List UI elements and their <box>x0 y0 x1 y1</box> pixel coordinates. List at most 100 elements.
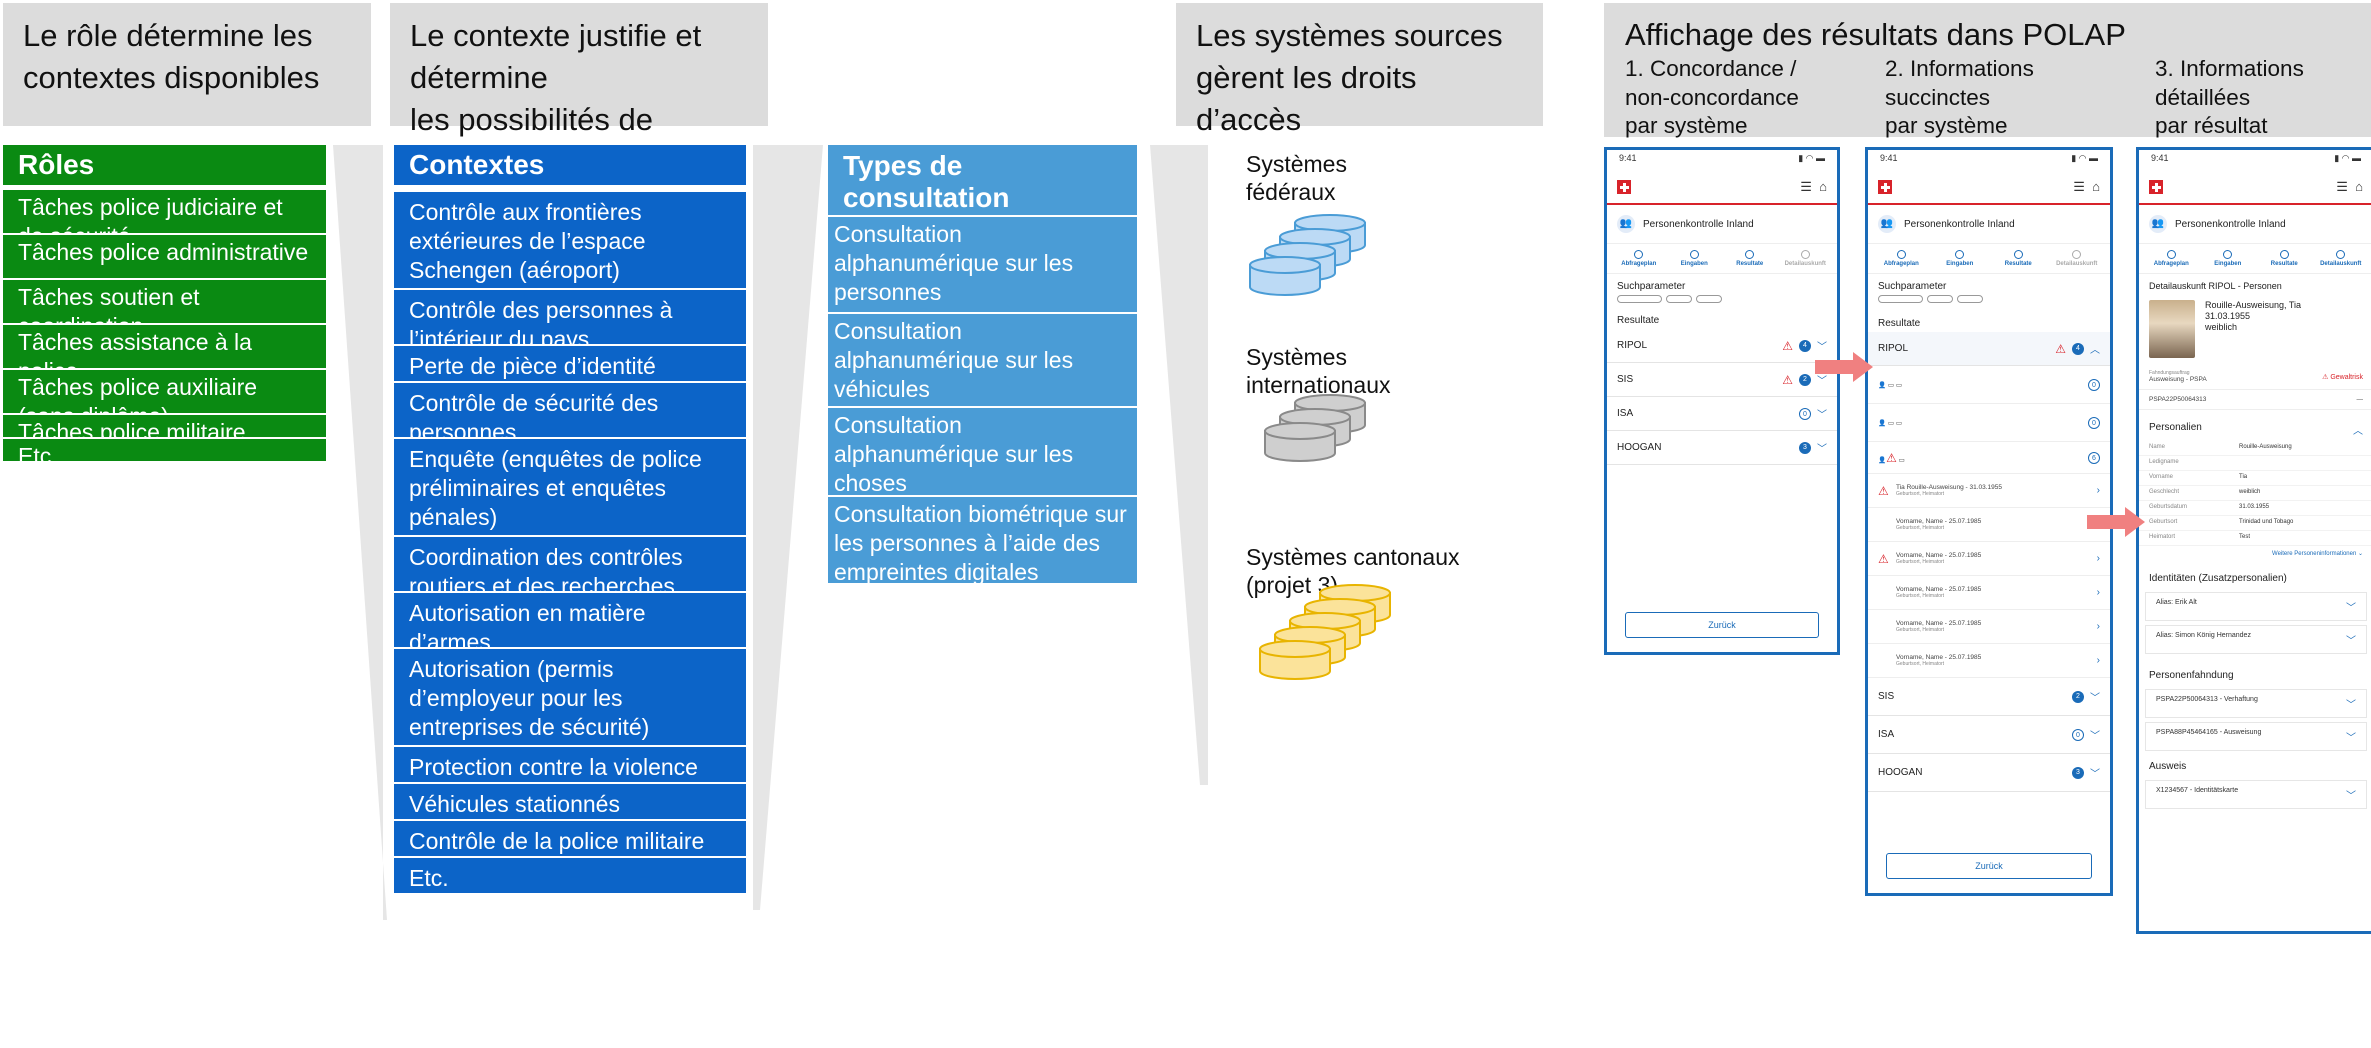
phone2-back-wrap: Zurück <box>1886 853 2092 879</box>
back-button[interactable]: Zurück <box>1625 612 1819 638</box>
chevron-down-icon[interactable]: ﹀ <box>2090 769 2100 780</box>
database-icon <box>1259 640 1331 680</box>
phone2-group-1[interactable]: 👤 ▭ ▭0 <box>1868 366 2110 404</box>
role-item: Tâches police militaire <box>3 415 326 445</box>
chevron-right-icon[interactable]: › <box>2096 553 2100 564</box>
result-entry-sub: Geburtsort, Heimatort <box>1896 661 1945 667</box>
systems-cantonal-label: Systèmes cantonaux (projet 3) <box>1246 544 1460 598</box>
phone3-time: 9:41 <box>2151 153 2169 163</box>
types-title: Types de consultation <box>828 145 1137 215</box>
chevron-down-icon[interactable]: ﹀ <box>2346 700 2356 711</box>
chevron-down-icon[interactable]: ﹀ <box>2346 636 2356 647</box>
result-entry-title: Vorname, Name - 25.07.1985 <box>1896 620 1982 627</box>
count-badge: 3 <box>2072 766 2084 779</box>
chevron-down-icon[interactable]: ﹀ <box>2090 731 2100 742</box>
chevron-down-icon[interactable]: ﹀ <box>1817 342 1827 353</box>
count-badge: 6 <box>2088 451 2100 464</box>
chevron-right-icon[interactable]: › <box>2096 587 2100 598</box>
context-item: Contrôle des personnes à l’intérieur du … <box>394 290 746 352</box>
phone-detail-info: 9:41▮ ◠ ▬ ☰ ⌂ 👥Personenkontrolle Inland … <box>2136 147 2371 934</box>
accordion-item[interactable]: Alias: Erik Alt﹀ <box>2145 592 2367 621</box>
step-2: Eingaben <box>1931 250 1990 267</box>
phone2-group-3[interactable]: 👤⚠ ▭6 <box>1868 442 2110 474</box>
result-row-right: 3﹀ <box>1799 440 1827 455</box>
accordion-item[interactable]: PSPA88P45464165 - Ausweisung ﹀ <box>2145 722 2367 751</box>
header-sources-line1: Les systèmes sources <box>1196 18 1503 53</box>
chevron-down-icon[interactable]: ﹀ <box>1817 444 1827 455</box>
step-1: Abfrageplan <box>1872 250 1931 267</box>
phone1-steps[interactable]: Abfrageplan Eingaben Resultate Detailaus… <box>1607 244 1837 274</box>
context-item: Autorisation (permis d’employeur pour le… <box>394 649 746 745</box>
chevron-down-icon[interactable]: ﹀ <box>1817 410 1827 421</box>
phone2-steps[interactable]: Abfrageplan Eingaben Resultate Detailaus… <box>1868 244 2110 274</box>
result-entry-sub: Geburtsort, Heimatort <box>1896 525 1945 531</box>
chevron-right-icon[interactable]: › <box>2096 621 2100 632</box>
more-info-link[interactable]: Weitere Personeninformationen ⌄ <box>2272 551 2363 557</box>
field-label: Geschlecht <box>2149 489 2180 495</box>
role-item: Tâches police auxiliaire (sans diplôme) <box>3 370 326 429</box>
phone1-time: 9:41 <box>1619 153 1637 163</box>
menu-home-icons[interactable]: ☰ ⌂ <box>2073 179 2100 194</box>
back-button[interactable]: Zurück <box>1886 853 2092 879</box>
accordion-item[interactable]: Alias: Simon König Hernandez﹀ <box>2145 625 2367 654</box>
result-row-ripol[interactable]: RIPOL⚠4﹀ <box>1607 329 1837 363</box>
personalien-header[interactable]: Personalien︿ <box>2149 422 2363 437</box>
phone2-time: 9:41 <box>1880 153 1898 163</box>
chevron-right-icon[interactable]: › <box>2096 485 2100 496</box>
chevron-down-icon[interactable]: ﹀ <box>2346 733 2356 744</box>
database-stacks <box>1249 214 1391 680</box>
result-system-label: HOOGAN <box>1617 442 1662 453</box>
chevron-down-icon[interactable]: ﹀ <box>2090 693 2100 704</box>
result-system-label: SIS <box>1617 374 1634 385</box>
menu-home-icons[interactable]: ☰ ⌂ <box>1800 179 1827 194</box>
chevron-down-icon[interactable]: ﹀ <box>2346 603 2356 614</box>
person-card: Rouille-Ausweisung, Tia 31.03.1955 weibl… <box>2139 294 2371 364</box>
context-item: Véhicules stationnés <box>394 784 746 819</box>
warning-icon: ⚠ <box>2322 373 2329 381</box>
roles-title: Rôles <box>3 145 326 185</box>
header-display-bg <box>1604 3 2371 137</box>
count-badge: 3 <box>1799 441 1811 454</box>
chevron-down-icon[interactable]: ﹀ <box>1817 376 1827 387</box>
chevron-up-icon[interactable]: ︿ <box>2090 345 2100 356</box>
step-3: Resultate <box>2256 250 2313 267</box>
result-row-sis[interactable]: SIS⚠2﹀ <box>1607 363 1837 397</box>
phone1-status-icons: ▮ ◠ ▬ <box>1798 153 1825 163</box>
phone-result-overview: 9:41▮ ◠ ▬ ☰ ⌂ 👥Personenkontrolle Inland … <box>1604 147 1840 655</box>
count-badge: 2 <box>2072 690 2084 703</box>
phone3-steps[interactable]: Abfrageplan Eingaben Resultate Detailaus… <box>2139 244 2371 274</box>
accordion-label: PSPA22P50064313 - Verhaftung <box>2156 696 2258 703</box>
phone2-group-2[interactable]: 👤 ▭ ▭0 <box>1868 404 2110 442</box>
accordion-item[interactable]: PSPA22P50064313 - Verhaftung ﹀ <box>2145 689 2367 718</box>
chevron-right-icon[interactable]: › <box>2096 655 2100 666</box>
phone3-status-icons: ▮ ◠ ▬ <box>2334 153 2361 163</box>
field-value: weiblich <box>2239 489 2261 495</box>
menu-home-icons[interactable]: ☰ ⌂ <box>2336 179 2363 194</box>
result-row-right: 0﹀ <box>1799 406 1827 421</box>
count-badge: 2 <box>1799 373 1811 386</box>
accordion-label: PSPA88P45464165 - Ausweisung <box>2156 729 2262 736</box>
phone2-chips <box>1868 295 2110 311</box>
role-item: Tâches police judiciaire et de sécurité <box>3 190 326 249</box>
context-item-label: Protection contre la violence <box>409 754 698 780</box>
phone2-ripol-row[interactable]: RIPOL ⚠4︿ <box>1868 332 2110 366</box>
accordion-item[interactable]: X1234567 - Identitätskarte﹀ <box>2145 780 2367 809</box>
header-roles-line2: contextes disponibles <box>23 60 320 95</box>
count-badge: 0 <box>1799 407 1811 420</box>
chevron-down-icon[interactable]: ﹀ <box>2346 791 2356 802</box>
